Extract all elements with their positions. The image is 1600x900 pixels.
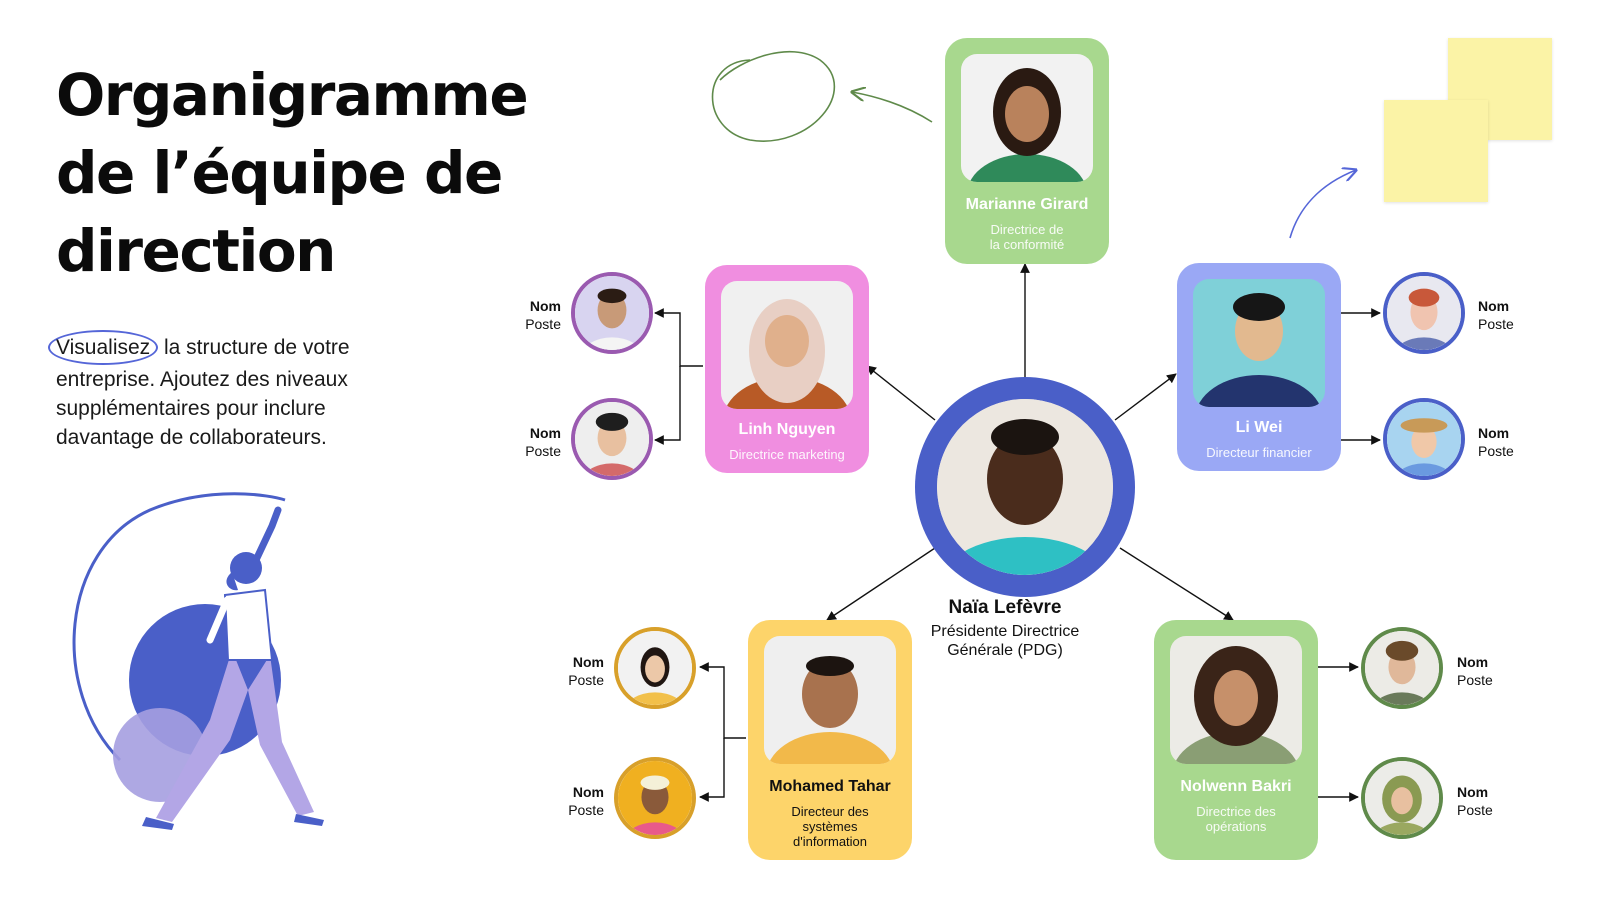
member-avatar[interactable] [614, 627, 696, 709]
member-avatar[interactable] [1361, 627, 1443, 709]
doodle-arrow-green [852, 92, 933, 123]
manager-name: Marianne Girard [965, 196, 1089, 213]
photo-marketing [721, 281, 853, 409]
description-line: davantage de collaborateurs. [56, 426, 327, 449]
card-compliance[interactable]: Marianne Girard Directrice de la conform… [945, 38, 1109, 264]
doodle-circle [711, 50, 835, 142]
photo-operations [1170, 636, 1302, 764]
description: Visualisez la structure de votre entrepr… [48, 330, 416, 452]
manager-role: Directrice des opérations [1196, 804, 1276, 834]
manager-role: Directrice de la conformité [989, 222, 1065, 252]
title-line: direction [56, 217, 336, 285]
manager-role: Directeur financier [1206, 445, 1312, 460]
card-finance[interactable]: Li Wei Directeur financier [1177, 263, 1341, 471]
manager-name: Linh Nguyen [738, 421, 836, 438]
description-line: supplémentaires pour inclure [56, 397, 326, 420]
card-operations[interactable]: Nolwenn Bakri Directrice des opérations [1154, 620, 1318, 860]
manager-name: Mohamed Tahar [769, 778, 891, 795]
member-avatar[interactable] [1383, 398, 1465, 480]
member-avatar[interactable] [1383, 272, 1465, 354]
person-illustration [72, 492, 324, 830]
description-line: entreprise. Ajoutez des niveaux [56, 368, 348, 391]
member-avatar[interactable] [571, 398, 653, 480]
member-avatar[interactable] [571, 272, 653, 354]
line-to-marketing [866, 365, 936, 421]
manager-name: Li Wei [1235, 419, 1283, 436]
title-line: de l’équipe de [56, 139, 503, 207]
ceo-portrait[interactable] [915, 377, 1135, 597]
page-title: Organigramme de l’équipe de direction [56, 56, 529, 290]
title-line: Organigramme [56, 61, 529, 129]
photo-finance [1193, 279, 1325, 407]
sticky-note-front [1384, 100, 1488, 202]
highlight-circle: Visualisez [48, 330, 159, 365]
doodle-arrow-blue [1289, 170, 1356, 239]
line-to-operations [1119, 547, 1234, 621]
ceo-photo [937, 399, 1113, 575]
line-to-it [826, 547, 936, 621]
ceo-role: Présidente Directrice Générale (PDG) [930, 623, 1080, 659]
card-it[interactable]: Mohamed Tahar Directeur des systèmes d'i… [748, 620, 912, 860]
photo-it [764, 636, 896, 764]
member-avatar[interactable] [1361, 757, 1443, 839]
manager-role: Directrice marketing [729, 447, 845, 462]
description-line: Visualisez la structure de votre [48, 330, 416, 365]
member-avatar[interactable] [614, 757, 696, 839]
photo-compliance [961, 54, 1093, 182]
card-marketing[interactable]: Linh Nguyen Directrice marketing [705, 265, 869, 473]
manager-role: Directeur des systèmes d'information [791, 804, 869, 849]
line-to-finance [1114, 373, 1177, 421]
ceo-name: Naïa Lefèvre [948, 597, 1062, 618]
manager-name: Nolwenn Bakri [1180, 778, 1292, 795]
